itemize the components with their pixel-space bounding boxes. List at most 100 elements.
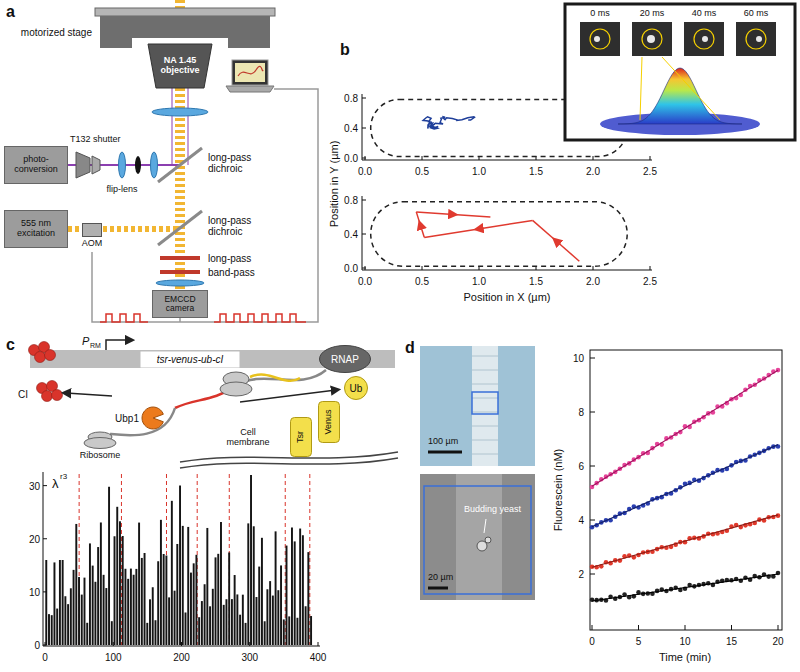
bar <box>94 582 96 645</box>
inset <box>565 4 795 140</box>
tick-label: 10 <box>573 353 584 364</box>
fit-circle <box>694 29 714 49</box>
bar <box>272 596 274 645</box>
zoom-line <box>662 57 720 120</box>
promoter-label: P <box>82 335 89 347</box>
axis-title: Time (min) <box>659 651 711 663</box>
bar <box>280 565 282 645</box>
directed-trajectory <box>453 214 490 217</box>
tick-label: 0.5 <box>415 166 429 177</box>
venus-box: Venus <box>318 401 340 443</box>
channel-segment <box>472 356 498 357</box>
bar <box>84 578 86 645</box>
tick-label: 2.0 <box>586 276 600 287</box>
bar <box>114 536 116 645</box>
tsr-box: Tsr <box>290 417 312 457</box>
bar <box>59 560 61 645</box>
bar <box>124 569 126 645</box>
tick <box>422 156 423 160</box>
time-label: 60 ms <box>744 9 769 19</box>
time-label: 40 ms <box>692 9 717 19</box>
long-pass-filter <box>160 256 200 260</box>
frame-image <box>684 22 724 56</box>
tick-label: 100 <box>105 652 122 663</box>
bar <box>204 584 206 645</box>
tick <box>365 156 366 160</box>
gene-label-box: tsr-venus-ub-cI <box>140 351 240 368</box>
tick <box>638 625 639 630</box>
laptop-base <box>226 86 274 92</box>
bar <box>256 597 258 645</box>
nascent-protein <box>250 375 300 381</box>
axis-title: Fluorescein (nM) <box>552 449 564 532</box>
ubp1-enzyme: Ubp1 <box>115 406 165 430</box>
bar <box>201 601 203 645</box>
laptop-trace <box>238 66 263 76</box>
micrograph <box>420 474 535 600</box>
channel <box>456 474 502 600</box>
tick-label: 8 <box>578 407 584 418</box>
bar <box>53 562 55 645</box>
fit-line <box>592 370 778 486</box>
ribosome-shape <box>220 382 252 396</box>
tick <box>590 412 595 413</box>
node-text: EMCCD camera <box>156 295 204 314</box>
control-wire <box>92 89 318 322</box>
bar <box>234 575 236 645</box>
aom-modulator-shape <box>82 223 102 237</box>
lens <box>151 152 158 178</box>
bar <box>220 522 222 645</box>
tick-label: 6 <box>578 461 584 472</box>
part-label: long-pass dichroic <box>208 215 270 237</box>
laptop-screen <box>232 60 268 85</box>
molecule-spot <box>594 36 600 42</box>
division-line <box>166 474 167 645</box>
directed-trajectory <box>416 212 453 215</box>
node-text: photo-conversion <box>8 155 64 175</box>
rnap-ellipse-shape <box>320 346 371 373</box>
channel-segment <box>472 384 498 385</box>
ubp1-enzyme-shape <box>141 406 165 430</box>
tick <box>362 128 366 129</box>
panel-letter: b <box>340 41 350 59</box>
channel-segment <box>472 426 498 427</box>
ci-repressor <box>45 350 56 361</box>
bar <box>187 527 189 645</box>
bar <box>119 521 121 645</box>
inset-frame <box>565 4 795 140</box>
yeast-bud <box>485 537 491 543</box>
bar <box>223 605 225 645</box>
bar <box>228 552 230 645</box>
tick <box>590 574 595 575</box>
node-text: NA 1.45 objective <box>152 56 208 76</box>
molecule-spot <box>702 36 708 42</box>
bar <box>236 594 238 645</box>
tick-label: 200 <box>173 652 190 663</box>
trigger-pulses <box>100 314 148 322</box>
bar <box>215 557 217 645</box>
dichroic-mirror <box>158 148 202 182</box>
bar <box>157 561 159 645</box>
tick-label: 1.0 <box>472 276 486 287</box>
tick <box>45 642 46 646</box>
ubiquitin-circle: Ub <box>344 376 368 400</box>
node-text: Ub <box>350 383 363 394</box>
mrna <box>110 408 175 435</box>
tick <box>249 642 250 646</box>
node-text: Venus <box>324 409 334 434</box>
fit-circle <box>590 29 610 49</box>
bar <box>286 546 288 645</box>
bar <box>179 486 181 645</box>
node-text: AOM <box>82 239 103 249</box>
tick-label: 0.0 <box>358 166 372 177</box>
bar-chart <box>43 472 320 646</box>
tsr-box-shape <box>291 418 312 457</box>
bar <box>247 523 249 645</box>
reporter-schematic <box>29 340 399 468</box>
bar <box>155 620 157 645</box>
tick-label: 2 <box>578 569 584 580</box>
tick-label: 300 <box>241 652 258 663</box>
yeast-cell <box>477 541 487 551</box>
bar <box>193 563 195 645</box>
venus-box-shape <box>319 402 340 443</box>
